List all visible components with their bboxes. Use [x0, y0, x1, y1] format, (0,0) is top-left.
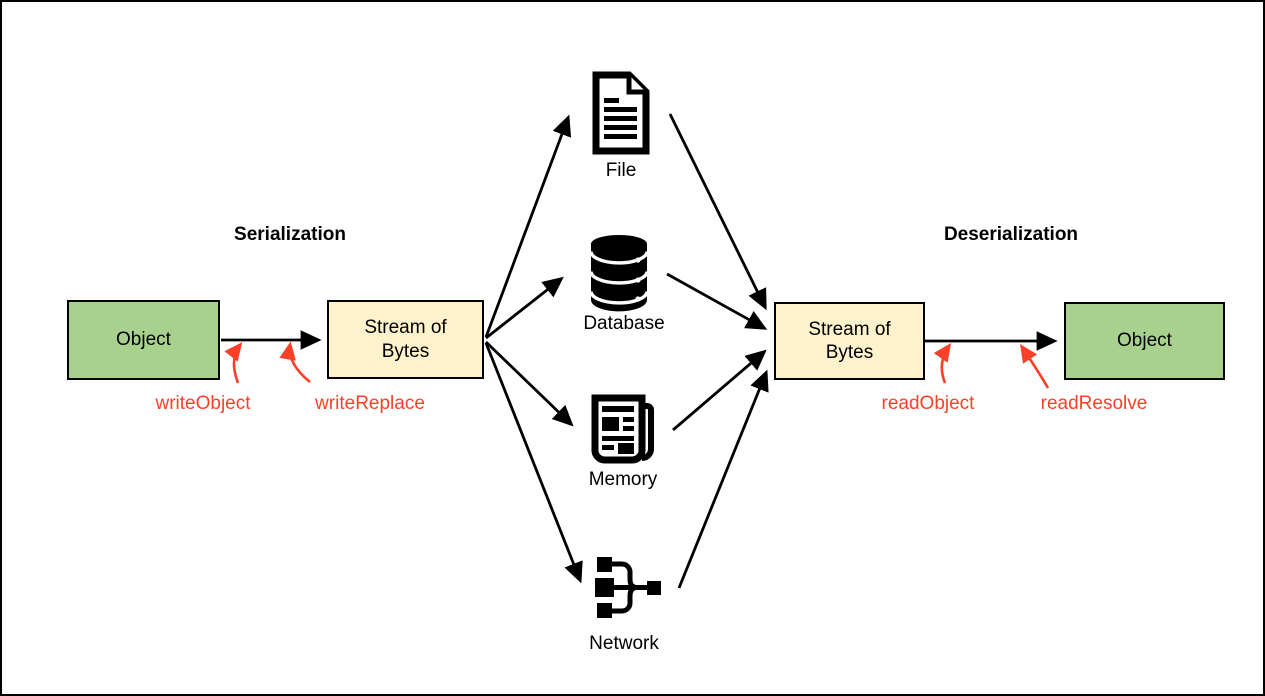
arrow-stream-to-network: [484, 342, 583, 584]
arrow-stream-to-database: [485, 276, 564, 340]
database-label: Database: [583, 313, 665, 334]
database-icon: [589, 235, 649, 312]
file-icon: [592, 71, 650, 155]
arrow-memory-to-stream: [672, 349, 767, 432]
stream-of-bytes-left-label: Stream of Bytes: [364, 317, 447, 362]
stream-of-bytes-node-right: Stream of Bytes: [774, 302, 925, 380]
object-node-left-label: Object: [116, 329, 171, 351]
write-replace-arrow: [279, 341, 311, 384]
serialization-heading: Serialization: [234, 224, 346, 245]
deserialization-heading: Deserialization: [943, 224, 1079, 245]
write-object-arrow: [224, 342, 243, 384]
object-node-right-label: Object: [1117, 330, 1172, 352]
read-object-arrow: [933, 343, 952, 384]
memory-icon: [591, 394, 654, 464]
read-resolve-label: readResolve: [1040, 393, 1148, 414]
object-node-left: Object: [67, 300, 220, 380]
read-resolve-arrow: [1019, 343, 1050, 389]
write-replace-label: writeReplace: [315, 393, 425, 414]
stream-of-bytes-right-label: Stream of Bytes: [808, 318, 891, 363]
arrow-stream-to-memory: [485, 340, 574, 427]
network-label: Network: [589, 633, 659, 654]
arrow-file-to-stream: [668, 113, 767, 311]
network-icon: [595, 557, 661, 618]
arrow-network-to-stream: [677, 369, 769, 589]
file-label: File: [605, 160, 637, 181]
write-object-label: writeObject: [155, 393, 251, 414]
object-node-right: Object: [1064, 302, 1225, 380]
read-object-label: readObject: [881, 393, 975, 414]
arrow-stream-to-file: [484, 114, 572, 338]
stream-of-bytes-node-left: Stream of Bytes: [327, 300, 484, 379]
memory-label: Memory: [588, 469, 658, 490]
